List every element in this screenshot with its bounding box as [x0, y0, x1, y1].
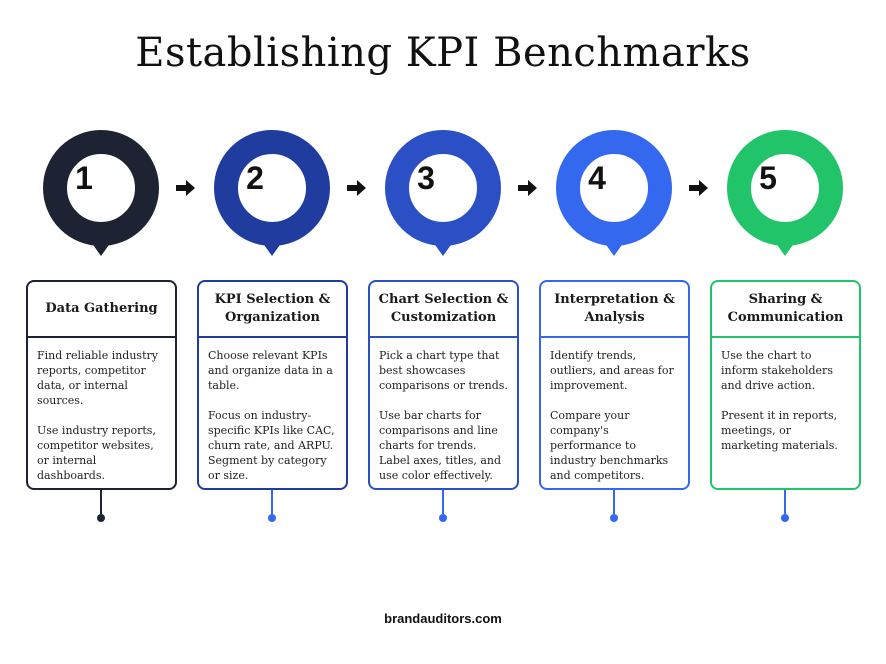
step-number: 2 — [246, 160, 264, 196]
step-heading: Interpretation & Analysis — [541, 282, 688, 338]
step-text: Use industry reports, competitor website… — [37, 424, 156, 482]
step-text: Present it in reports, meetings, or mark… — [721, 409, 838, 452]
step-pin-icon — [214, 130, 330, 256]
connector-dot — [781, 514, 789, 522]
step-card: Chart Selection & Customization Pick a c… — [368, 280, 519, 490]
footer-brand: brandauditors.com — [384, 611, 502, 626]
connector-line — [442, 490, 444, 514]
arrow-right-icon — [347, 180, 366, 196]
connector-line — [613, 490, 615, 514]
step-heading: Sharing & Communication — [712, 282, 859, 338]
step-pin-icon — [556, 130, 672, 256]
connector-line — [100, 490, 102, 514]
step-description: Choose relevant KPIs and organize data i… — [199, 338, 346, 483]
step-card: Sharing & Communication Use the chart to… — [710, 280, 861, 490]
arrow-right-icon — [689, 180, 708, 196]
step-text: Compare your company's performance to in… — [550, 409, 669, 482]
connector-dot — [268, 514, 276, 522]
step-number: 5 — [759, 160, 777, 196]
connector-dot — [610, 514, 618, 522]
step-text: Focus on industry-specific KPIs like CAC… — [208, 409, 335, 482]
step-text: Choose relevant KPIs and organize data i… — [208, 349, 333, 392]
step-description: Identify trends, outliers, and areas for… — [541, 338, 688, 483]
step-heading: KPI Selection & Organization — [199, 282, 346, 338]
step-pin-icon — [385, 130, 501, 256]
connector-dot — [97, 514, 105, 522]
step-card: KPI Selection & Organization Choose rele… — [197, 280, 348, 490]
step-card: Data Gathering Find reliable industry re… — [26, 280, 177, 490]
arrow-right-icon — [176, 180, 195, 196]
step-text: Pick a chart type that best showcases co… — [379, 349, 508, 392]
step-description: Find reliable industry reports, competit… — [28, 338, 175, 483]
step-pin-icon — [43, 130, 159, 256]
step-number: 4 — [588, 160, 606, 196]
step-number: 1 — [75, 160, 93, 196]
connector-line — [784, 490, 786, 514]
connector-dot — [439, 514, 447, 522]
step-heading: Chart Selection & Customization — [370, 282, 517, 338]
step-heading: Data Gathering — [28, 282, 175, 338]
step-text: Find reliable industry reports, competit… — [37, 349, 158, 407]
step-number: 3 — [417, 160, 435, 196]
step-text: Use bar charts for comparisons and line … — [379, 409, 502, 482]
step-description: Pick a chart type that best showcases co… — [370, 338, 517, 483]
arrow-right-icon — [518, 180, 537, 196]
step-text: Identify trends, outliers, and areas for… — [550, 349, 674, 392]
page-title: Establishing KPI Benchmarks — [135, 30, 751, 76]
step-description: Use the chart to inform stakeholders and… — [712, 338, 859, 453]
step-card: Interpretation & Analysis Identify trend… — [539, 280, 690, 490]
step-pin-icon — [727, 130, 843, 256]
step-text: Use the chart to inform stakeholders and… — [721, 349, 833, 392]
connector-line — [271, 490, 273, 514]
